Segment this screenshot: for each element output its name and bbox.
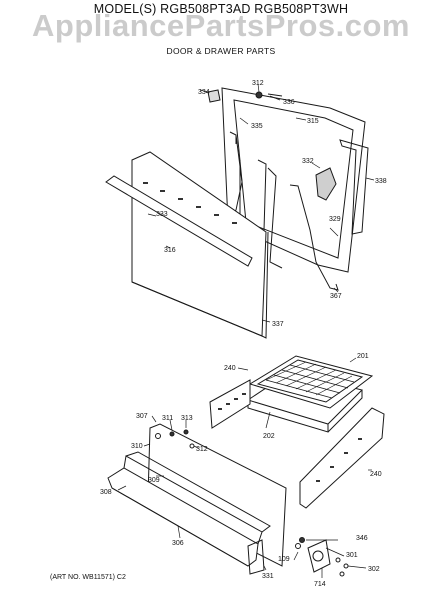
callout-714: 714 — [314, 581, 326, 588]
clip-334 — [207, 89, 221, 103]
callout-308: 308 — [100, 489, 112, 496]
hinge-middle — [257, 159, 267, 236]
callout-329: 329 — [329, 216, 341, 223]
drawer-roller-assembly — [295, 537, 349, 577]
door-handle — [105, 175, 253, 267]
callout-332: 332 — [302, 158, 314, 165]
callout-335: 335 — [251, 123, 263, 130]
callout-240-right: 240 — [370, 471, 382, 478]
callout-316: 316 — [164, 247, 176, 254]
callout-312: 312 — [252, 80, 264, 87]
callout-331: 331 — [262, 573, 274, 580]
art-number: (ART NO. WB11571) C2 — [50, 574, 126, 581]
callout-306: 306 — [172, 540, 184, 547]
callout-367: 367 — [330, 293, 342, 300]
callout-333: 333 — [156, 211, 168, 218]
watermark: AppliancePartsPros.com — [32, 8, 410, 43]
callout-302: 302 — [368, 566, 380, 573]
leader-lines-drawer — [117, 357, 372, 578]
callout-315: 315 — [307, 118, 319, 125]
door-gasket — [339, 139, 369, 235]
callout-310: 310 — [131, 443, 143, 450]
callout-201: 201 — [357, 353, 369, 360]
callout-338: 338 — [375, 178, 387, 185]
callout-336: 336 — [283, 99, 295, 106]
door-outer-panel — [131, 151, 269, 339]
rail-slots-left — [218, 393, 246, 410]
latch-bracket — [315, 167, 337, 201]
callout-337: 337 — [272, 321, 284, 328]
drawer-slide-bracket — [247, 539, 265, 575]
leader-lines-door — [147, 83, 375, 323]
screw-312 — [255, 91, 263, 99]
hinge-arm — [267, 167, 283, 269]
callout-307: 307 — [136, 413, 148, 420]
door-vent-marks — [143, 182, 237, 224]
callout-312-drawer: 312 — [196, 446, 208, 453]
model-title: MODEL(S) RGB508PT3AD RGB508PT3WH — [93, 2, 349, 16]
callout-346: 346 — [356, 535, 368, 542]
drawer-side-right — [299, 407, 385, 509]
section-subtitle: DOOR & DRAWER PARTS — [166, 46, 276, 56]
callout-109: 109 — [278, 556, 290, 563]
rail-slots-right — [316, 438, 362, 482]
callout-309: 309 — [148, 477, 160, 484]
screw-336 — [267, 93, 283, 97]
callout-301: 301 — [346, 552, 358, 559]
callout-202: 202 — [263, 433, 275, 440]
drawer-front — [107, 451, 271, 567]
callout-334: 334 — [198, 89, 210, 96]
part-callouts: 334 312 336 335 315 332 338 333 329 316 … — [100, 80, 387, 588]
callout-240-top: 240 — [224, 365, 236, 372]
callout-311: 311 — [162, 415, 173, 422]
callout-313: 313 — [181, 415, 193, 422]
hinge-right — [289, 184, 339, 291]
broiler-grid — [248, 355, 374, 409]
